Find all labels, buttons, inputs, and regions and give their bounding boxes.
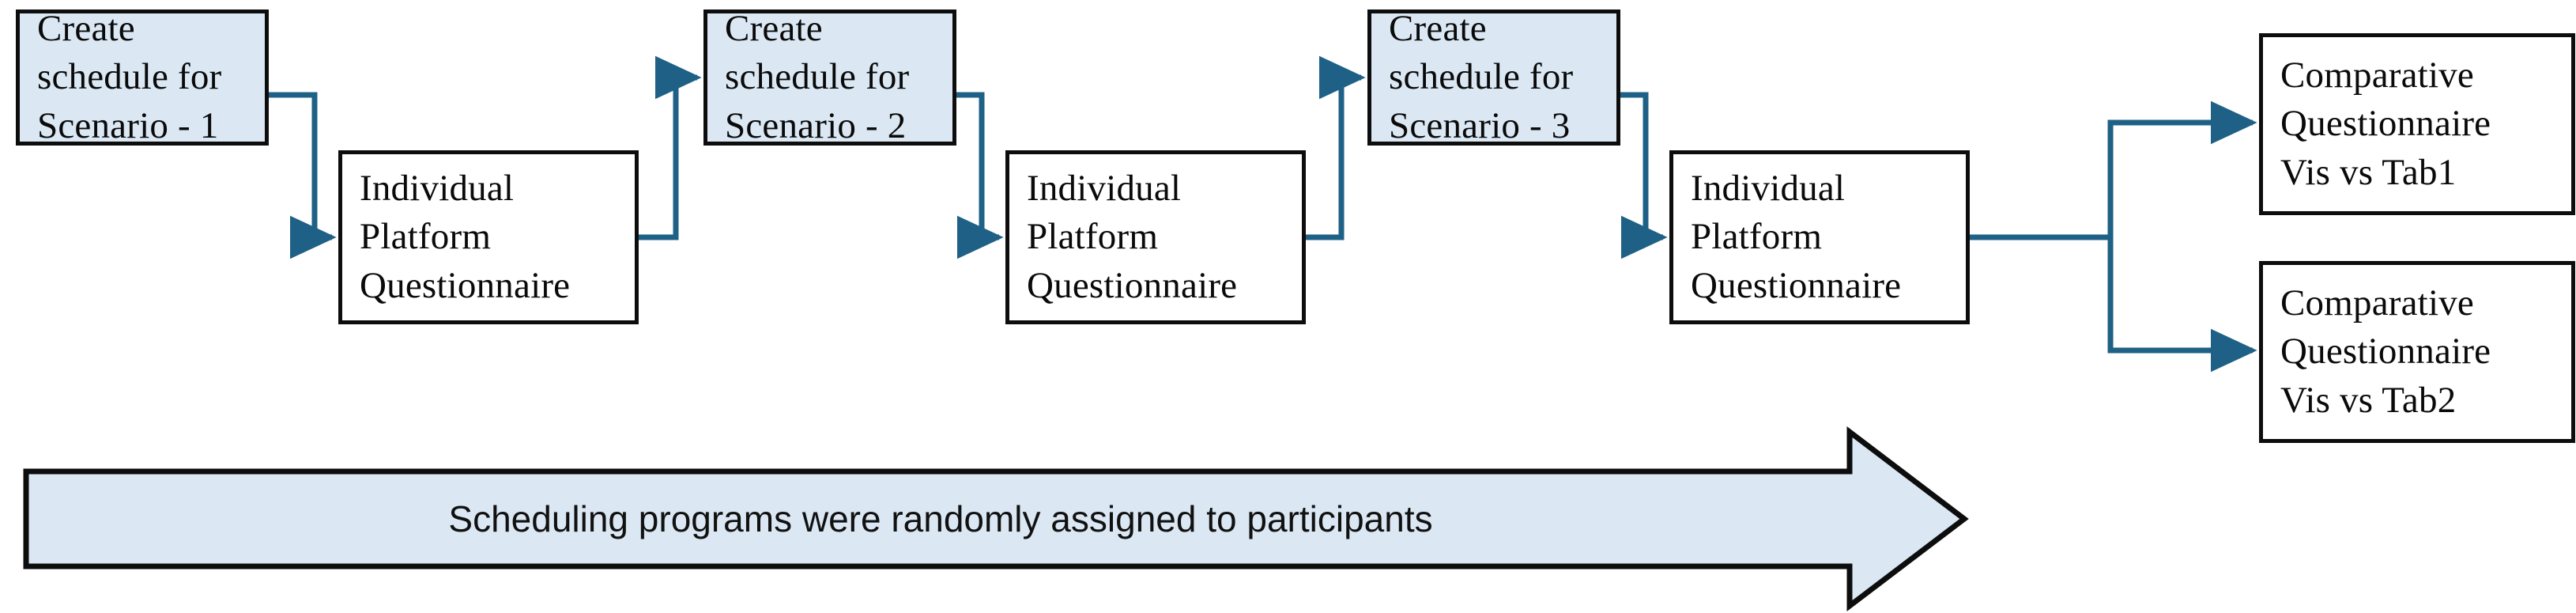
- questionnaire-box-3-label: Individual Platform Questionnaire: [1691, 168, 1902, 306]
- scenario-box-3[interactable]: Create schedule for Scenario - 3: [1367, 8, 1620, 146]
- scenario-box-1[interactable]: Create schedule for Scenario - 1: [16, 8, 269, 146]
- scenario-box-2[interactable]: Create schedule for Scenario - 2: [703, 8, 956, 146]
- connector-ipq2-to-s3: [1306, 55, 1366, 240]
- comparative-box-2-label: Comparative Questionnaire Vis vs Tab2: [2280, 282, 2491, 421]
- comparative-box-1[interactable]: Comparative Questionnaire Vis vs Tab1: [2259, 33, 2575, 215]
- scenario-box-3-label: Create schedule for Scenario - 3: [1389, 8, 1574, 146]
- connector-s1-to-ipq1: [269, 92, 337, 259]
- connector-s2-to-ipq2: [956, 92, 1004, 259]
- connector-s3-to-ipq3: [1620, 92, 1668, 259]
- questionnaire-box-1[interactable]: Individual Platform Questionnaire: [338, 150, 639, 324]
- banner-arrow-polygon: [23, 426, 1969, 612]
- banner-label: Scheduling programs were randomly assign…: [448, 498, 1433, 539]
- comparative-box-2[interactable]: Comparative Questionnaire Vis vs Tab2: [2259, 261, 2575, 443]
- questionnaire-box-1-label: Individual Platform Questionnaire: [360, 168, 571, 306]
- questionnaire-box-2[interactable]: Individual Platform Questionnaire: [1005, 150, 1306, 324]
- connector-ipq3-to-comp2: [2107, 237, 2257, 373]
- randomization-banner: Scheduling programs were randomly assign…: [23, 426, 1969, 612]
- connector-ipq3-to-comp1: [1970, 100, 2257, 240]
- connector-ipq1-to-s2: [639, 55, 702, 240]
- comparative-box-1-label: Comparative Questionnaire Vis vs Tab1: [2280, 55, 2491, 193]
- scenario-box-2-label: Create schedule for Scenario - 2: [725, 8, 910, 146]
- questionnaire-box-3[interactable]: Individual Platform Questionnaire: [1669, 150, 1970, 324]
- questionnaire-box-2-label: Individual Platform Questionnaire: [1027, 168, 1238, 306]
- scenario-box-1-label: Create schedule for Scenario - 1: [37, 8, 222, 146]
- banner-arrow-shape: [23, 426, 1969, 612]
